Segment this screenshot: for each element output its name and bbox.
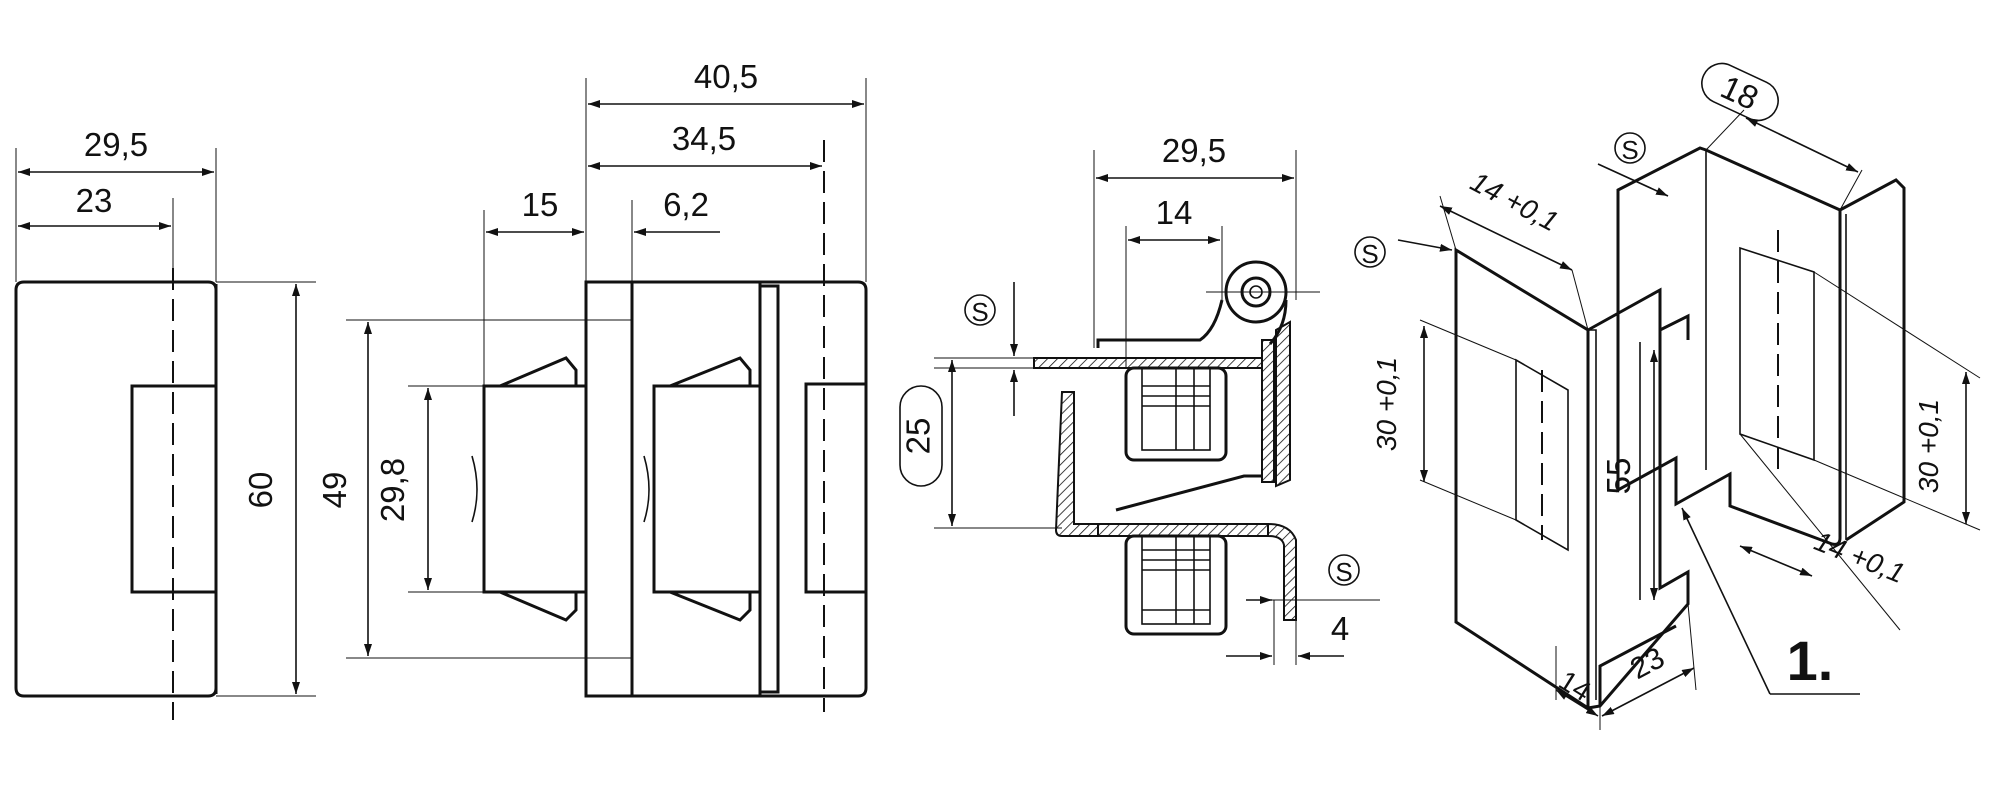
section-s-symbol-circle [964,294,996,326]
iso-center-post [1659,313,1690,340]
section-dim-width-hinge: 14 [1156,194,1193,231]
section-block-lower [1124,534,1228,636]
iso-ext-30l-a [1419,319,1517,361]
section-s-symbol-circle2 [1328,554,1360,586]
side-inner-slot [804,382,868,594]
front-dim-width-partial: 23 [76,182,113,219]
side-dim-offset-left: 15 [522,186,559,223]
iso-ext-30l-b [1419,479,1517,521]
iso-dim-height: 55 [1600,458,1637,495]
front-view: 29,5 23 60 [14,126,316,720]
latch-right [643,356,762,622]
iso-ext-30r-b [1813,459,1981,531]
section-dim-width-total: 29,5 [1162,132,1226,169]
iso-ext-23b [1687,603,1697,691]
iso-base [1598,624,1677,706]
section-sheet-right2 [1275,320,1291,488]
iso-dim-line-s-a [1597,163,1669,197]
iso-dim-cut-height-left: 30 +0,1 [1371,357,1402,451]
front-dim-height: 60 [242,472,279,509]
side-body [584,280,634,698]
iso-right-channel [1616,146,1842,546]
iso-ext-14l-b [1571,269,1589,331]
section-block-upper [1124,366,1228,462]
iso-s-symbol-a: S [1621,135,1638,165]
section-sheet-right [1261,339,1275,483]
iso-left-cutout [1515,358,1569,552]
section-sheet-bottom [1097,523,1269,537]
latch-left [471,356,588,622]
side-dim-width-mid: 34,5 [672,120,736,157]
iso-s-circle-b [1354,236,1386,268]
iso-dim-cut-width-right: 14 +0,1 [1810,525,1909,589]
iso-s-symbol-b: S [1361,239,1378,269]
iso-dim-line-23b [1601,667,1695,717]
iso-dim-cut-width-top: 18 [1715,68,1764,117]
iso-dim-line-14b [1555,689,1599,717]
section-sheet-u [1054,391,1099,537]
iso-18-frame [1701,62,1779,122]
section-gap-frame [899,385,943,487]
iso-view: 18 S S 14 +0,1 30 +0,1 30 +0,1 14 +0,1 5… [1354,62,1981,730]
front-dim-width-total: 29,5 [84,126,148,163]
iso-s-circle-a [1614,132,1646,164]
iso-ext-30r-a [1813,271,1981,379]
iso-ext-18a [1705,109,1745,151]
iso-dim-cut-height-right: 30 +0,1 [1913,399,1944,493]
iso-dim-line-14l [1439,205,1573,271]
iso-dim-line-18 [1745,117,1859,173]
section-dim-gap: 25 [900,418,937,455]
side-dim-offset-right: 6,2 [663,186,709,223]
iso-callout-leader [1681,507,1771,695]
iso-ext-18b [1839,169,1863,211]
side-dim-height-outer: 49 [316,472,353,509]
iso-callout-label: 1. [1787,629,1834,692]
iso-dim-line-s-b [1397,239,1453,252]
iso-right-flange [1839,178,1906,542]
front-body-outline [14,280,218,698]
iso-ext-14r-a [1739,433,1901,631]
section-sheet-bottom-flange [1267,522,1297,621]
section-s-symbol-right: S [1335,557,1352,587]
iso-dim-line-14r [1739,545,1813,577]
iso-dim-cut-width-left: 14 +0,1 [1466,166,1564,238]
section-s-symbol-top: S [971,297,988,327]
iso-ext-14l-a [1439,195,1457,251]
section-spring [1115,474,1262,512]
section-view: 29,5 14 S 25 S 4 [899,132,1380,665]
side-hinge-block [586,280,868,698]
iso-dim-base-depth-a: 14 [1554,665,1597,708]
section-dim-thickness: 4 [1331,610,1349,647]
side-view: 40,5 34,5 15 6,2 49 29,8 [316,58,868,712]
side-dim-height-inner: 29,8 [374,458,411,522]
side-hinge-leaf [758,284,780,694]
side-dim-width-total: 40,5 [694,58,758,95]
